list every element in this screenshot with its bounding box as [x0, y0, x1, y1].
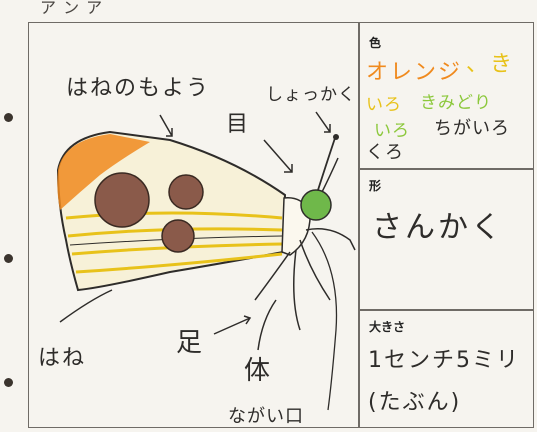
row-divider: [358, 168, 534, 170]
leg: [305, 228, 356, 251]
butterfly-eye: [300, 189, 332, 221]
leg: [254, 251, 291, 301]
label-leg: 足: [176, 328, 205, 358]
leg: [293, 249, 301, 331]
worksheet-frame: [28, 22, 534, 428]
color-yellow-end: いろ: [366, 95, 402, 115]
binder-hole: [4, 113, 13, 122]
binder-hole: [4, 378, 13, 387]
wing-stripe: [65, 211, 283, 220]
color-section-label: 色: [369, 36, 382, 50]
orange-wing-tip: [57, 134, 151, 210]
wing-spot: [161, 219, 195, 253]
column-divider: [358, 22, 360, 428]
color-brown: ちがいろ: [434, 118, 510, 139]
top-scribble: ア ン ア: [40, 0, 104, 17]
shape-section-label: 形: [369, 179, 382, 193]
color-black: くろ: [366, 142, 404, 163]
antenna-tip: [333, 134, 339, 140]
label-mouth: ながい口: [228, 406, 304, 427]
arrow-body: [257, 299, 277, 351]
color-lightgreen-end: いろ: [374, 121, 410, 141]
arrow-wing-pattern: [159, 114, 173, 137]
binder-hole: [4, 254, 13, 263]
shape-value: さんかく: [372, 210, 504, 245]
color-orange: オレンジ: [366, 60, 463, 85]
wing-spot: [94, 172, 150, 228]
wing-spot: [168, 174, 204, 210]
color-yellow-start: 、き: [466, 52, 515, 77]
color-lightgreen: きみどり: [420, 93, 492, 113]
label-body: 体: [244, 356, 273, 386]
arrow-wing: [59, 289, 113, 323]
size-section-label: 大きさ: [369, 320, 406, 334]
proboscis: [311, 231, 338, 411]
arrow-eye: [263, 139, 293, 173]
label-antenna: しょっかく: [266, 85, 356, 105]
size-note: (たぶん): [368, 390, 462, 415]
label-wing: はね: [38, 346, 87, 371]
row-divider: [358, 309, 534, 311]
antenna: [321, 157, 339, 193]
antenna: [317, 137, 336, 191]
wing-stripe: [75, 252, 283, 274]
size-value: 1センチ5ミリ: [368, 348, 520, 373]
label-eye: 目: [226, 112, 251, 137]
arrow-antenna: [315, 111, 331, 133]
label-wing-pattern: はねのもよう: [66, 76, 211, 101]
arrow-leg: [213, 315, 252, 335]
leg: [299, 239, 331, 301]
